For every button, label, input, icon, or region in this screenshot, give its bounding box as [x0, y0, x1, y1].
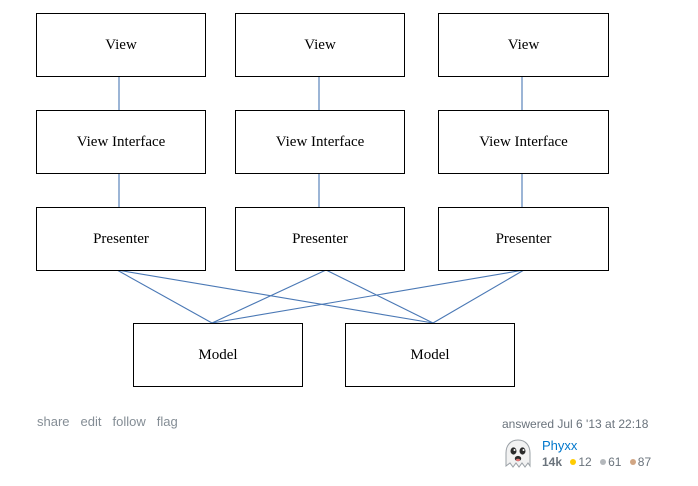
gold-badge-icon — [570, 459, 577, 466]
post-menu: share edit follow flag — [37, 414, 178, 429]
view-box-3: View — [438, 13, 609, 77]
view-interface-label-3: View Interface — [479, 133, 568, 150]
presenter-label-3: Presenter — [495, 230, 552, 247]
view-label-3: View — [507, 36, 540, 53]
flag-link[interactable]: flag — [156, 414, 178, 429]
view-label-2: View — [304, 36, 336, 53]
view-interface-label-2: View Interface — [275, 133, 365, 150]
silver-badge-icon — [600, 459, 607, 466]
edit-link[interactable]: edit — [80, 414, 102, 429]
view-box-2: View — [235, 13, 405, 77]
user-signature-card: answered Jul 6 '13 at 22:18 Phyxx 14k 12… — [502, 417, 662, 470]
model-box-1: Model — [133, 323, 303, 387]
diagram-connectors — [116, 76, 525, 324]
user-details: Phyxx 14k 12 61 87 — [542, 438, 651, 470]
mvp-diagram: View View Interface Presenter View View … — [36, 13, 609, 387]
presenter-box-3: Presenter — [438, 207, 609, 271]
view-interface-box-1: View Interface — [36, 110, 206, 174]
reputation-score[interactable]: 14k — [542, 455, 563, 469]
model-box-2: Model — [345, 323, 515, 387]
connector-presenter3-model1 — [211, 269, 525, 324]
presenter-label-1: Presenter — [93, 230, 149, 247]
model-label-1: Model — [198, 346, 238, 363]
view-interface-box-3: View Interface — [438, 110, 609, 174]
user-info-row: Phyxx 14k 12 61 87 — [502, 438, 662, 470]
bronze-badge-count: 87 — [637, 455, 652, 469]
model-label-2: Model — [410, 346, 450, 363]
presenter-box-2: Presenter — [235, 207, 405, 271]
silver-badge-count: 61 — [608, 455, 622, 469]
follow-link[interactable]: follow — [112, 414, 146, 429]
answered-timestamp[interactable]: answered Jul 6 '13 at 22:18 — [502, 417, 649, 431]
view-label-1: View — [105, 36, 137, 53]
presenter-box-1: Presenter — [36, 207, 206, 271]
connector-presenter3-model2 — [432, 269, 525, 324]
gold-badge-count: 12 — [578, 455, 592, 469]
presenter-label-2: Presenter — [292, 230, 348, 247]
connector-presenter2-model1 — [211, 269, 327, 324]
ghost-icon[interactable] — [502, 438, 534, 470]
connector-presenter1-model1 — [116, 269, 213, 324]
view-interface-box-2: View Interface — [235, 110, 405, 174]
user-name-link[interactable]: Phyxx — [542, 438, 578, 453]
connector-presenter2-model2 — [325, 269, 434, 324]
bronze-badge-icon — [629, 459, 636, 466]
user-stats: 14k 12 61 87 — [542, 454, 651, 470]
connector-presenter1-model2 — [116, 269, 434, 324]
view-box-1: View — [36, 13, 206, 77]
view-interface-label-1: View Interface — [76, 133, 166, 150]
share-link[interactable]: share — [37, 414, 70, 429]
